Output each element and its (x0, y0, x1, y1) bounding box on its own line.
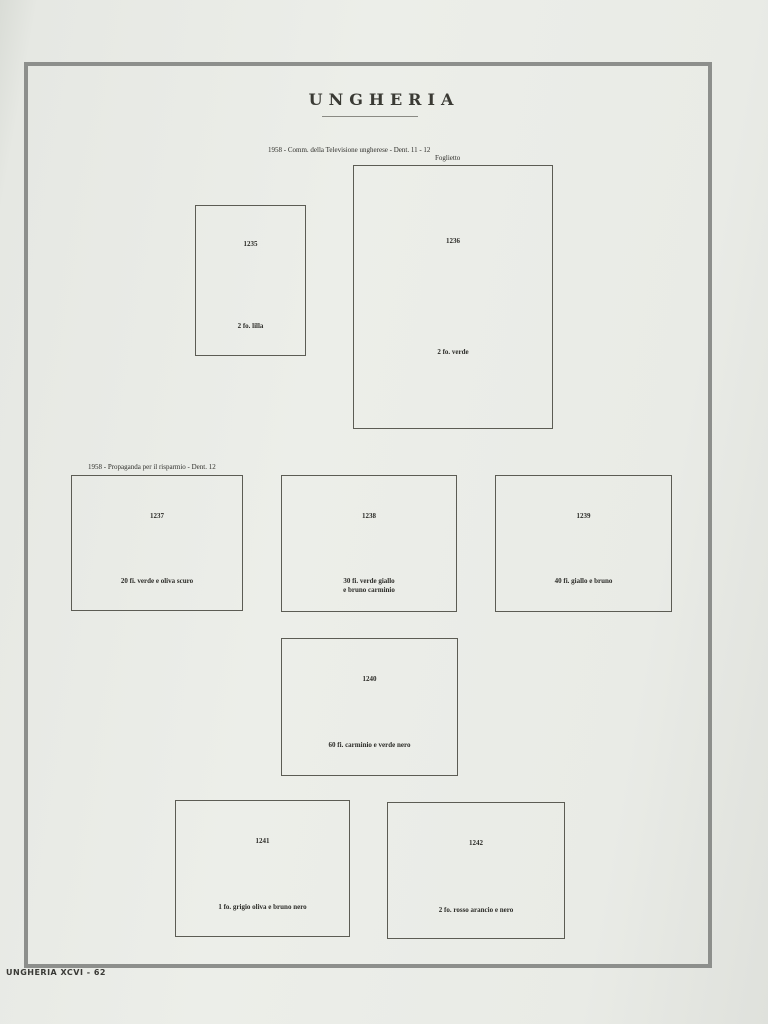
stamp-slot-1236: 1236 2 fo. verde (353, 165, 553, 429)
stamp-number: 1236 (446, 237, 460, 245)
stamp-number: 1237 (150, 512, 164, 520)
section-subcaption-foglietto: Foglietto (435, 154, 461, 162)
stamp-number: 1242 (469, 839, 483, 847)
stamp-description: 60 fi. carminio e verde nero (328, 741, 411, 749)
page-border (24, 62, 712, 968)
stamp-slot-1241: 1241 1 fo. grigio oliva e bruno nero (175, 800, 350, 937)
page-footer: UNGHERIA XCVI - 62 (6, 968, 106, 977)
stamp-slot-1235: 1235 2 fo. lilla (195, 205, 306, 356)
section-caption-television: 1958 - Comm. della Televisione ungherese… (268, 146, 431, 154)
stamp-description: 40 fi. giallo e bruno (554, 577, 613, 585)
stamp-number: 1238 (362, 512, 376, 520)
stamp-slot-1238: 1238 30 fi. verde giallo e bruno carmini… (281, 475, 457, 612)
stamp-description: 20 fi. verde e oliva scuro (120, 577, 194, 585)
stamp-number: 1239 (576, 512, 591, 520)
stamp-number: 1241 (255, 837, 270, 845)
page-title: UNGHERIA (308, 90, 460, 109)
stamp-number: 1235 (243, 240, 258, 248)
title-underline (322, 116, 418, 117)
stamp-description: 1 fo. grigio oliva e bruno nero (218, 903, 307, 911)
stamp-slot-1240: 1240 60 fi. carminio e verde nero (281, 638, 458, 776)
stamp-description: 30 fi. verde giallo e bruno carminio (343, 577, 395, 594)
stamp-slot-1242: 1242 2 fo. rosso arancio e nero (387, 802, 565, 939)
stamp-description: 2 fo. lilla (237, 322, 264, 330)
stamp-number: 1240 (362, 675, 377, 683)
stamp-description: 2 fo. verde (437, 348, 469, 356)
stamp-description: 2 fo. rosso arancio e nero (438, 906, 514, 914)
section-caption-risparmio: 1958 - Propaganda per il risparmio - Den… (88, 463, 216, 471)
stamp-slot-1237: 1237 20 fi. verde e oliva scuro (71, 475, 243, 611)
stamp-slot-1239: 1239 40 fi. giallo e bruno (495, 475, 672, 612)
